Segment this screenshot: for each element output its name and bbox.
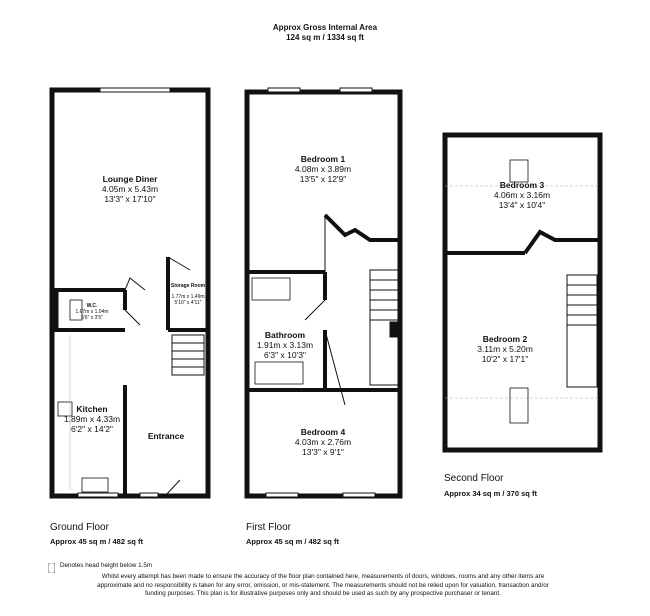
second-floor-area: Approx 34 sq m / 370 sq ft <box>444 489 537 498</box>
ground-floor-plan <box>49 87 211 499</box>
svg-text:13'3" x 9'1": 13'3" x 9'1" <box>302 447 344 457</box>
room-lounge-diner: Lounge Diner 4.05m x 5.43m 13'3" x 17'10… <box>102 174 158 204</box>
svg-text:13'3" x 17'10": 13'3" x 17'10" <box>104 194 155 204</box>
second-floor-plan <box>442 132 603 453</box>
svg-text:4.03m x 2.76m: 4.03m x 2.76m <box>295 437 351 447</box>
svg-text:W.C.: W.C. <box>87 303 98 309</box>
svg-text:Bathroom: Bathroom <box>265 330 306 340</box>
svg-text:5'10" x 4'11": 5'10" x 4'11" <box>174 300 201 306</box>
ground-floor-label: Ground Floor <box>50 522 109 533</box>
svg-text:Lounge Diner: Lounge Diner <box>103 174 158 184</box>
room-storage: Storage Room 1.77m x 1.49m 5'10" x 4'11" <box>171 283 206 306</box>
second-floor-label: Second Floor <box>444 473 504 484</box>
svg-text:4.05m x 5.43m: 4.05m x 5.43m <box>102 184 158 194</box>
first-floor-plan <box>244 87 403 499</box>
svg-text:1.91m x 3.13m: 1.91m x 3.13m <box>257 340 313 350</box>
svg-text:13'5" x 12'9": 13'5" x 12'9" <box>300 174 347 184</box>
room-bedroom-4: Bedroom 4 4.03m x 2.76m 13'3" x 9'1" <box>295 427 351 457</box>
room-entrance: Entrance <box>148 431 185 441</box>
room-kitchen: Kitchen 1.89m x 4.33m 6'2" x 14'2" <box>64 404 120 434</box>
svg-text:1.67m x 1.04m: 1.67m x 1.04m <box>75 309 108 315</box>
room-bedroom-3: Bedroom 3 4.06m x 3.16m 13'4" x 10'4" <box>494 180 550 210</box>
ground-floor-area: Approx 45 sq m / 482 sq ft <box>50 537 143 546</box>
svg-text:13'4" x 10'4": 13'4" x 10'4" <box>499 200 546 210</box>
first-floor-label: First Floor <box>246 522 291 533</box>
room-bedroom-1: Bedroom 1 4.08m x 3.89m 13'5" x 12'9" <box>295 154 351 184</box>
svg-text:6'2" x 14'2": 6'2" x 14'2" <box>71 424 113 434</box>
room-wc: W.C. 1.67m x 1.04m 5'6" x 3'5" <box>75 303 108 321</box>
svg-text:Bedroom 4: Bedroom 4 <box>301 427 346 437</box>
svg-text:4.08m x 3.89m: 4.08m x 3.89m <box>295 164 351 174</box>
disclaimer: Whilst every attempt has been made to en… <box>97 573 549 597</box>
svg-text:Bedroom 2: Bedroom 2 <box>483 334 528 344</box>
svg-text:3.11m x 5.20m: 3.11m x 5.20m <box>477 344 533 354</box>
svg-text:4.06m x 3.16m: 4.06m x 3.16m <box>494 190 550 200</box>
svg-text:1.89m x 4.33m: 1.89m x 4.33m <box>64 414 120 424</box>
svg-text:Kitchen: Kitchen <box>76 404 107 414</box>
svg-text:Bedroom 1: Bedroom 1 <box>301 154 346 164</box>
svg-text:6'3" x 10'3": 6'3" x 10'3" <box>264 350 306 360</box>
svg-text:Storage Room: Storage Room <box>171 283 206 289</box>
header-line2: 124 sq m / 1334 sq ft <box>286 33 364 42</box>
room-bathroom: Bathroom 1.91m x 3.13m 6'3" x 10'3" <box>257 330 313 360</box>
svg-text:10'2" x 17'1": 10'2" x 17'1" <box>482 354 529 364</box>
svg-text:5'6" x 3'5": 5'6" x 3'5" <box>81 315 103 321</box>
header-line1: Approx Gross Internal Area <box>273 23 378 32</box>
head-height-legend: Denotes head height below 1.5m <box>60 562 153 569</box>
svg-text:1.77m x 1.49m: 1.77m x 1.49m <box>171 294 204 300</box>
svg-text:Bedroom 3: Bedroom 3 <box>500 180 545 190</box>
room-bedroom-2: Bedroom 2 3.11m x 5.20m 10'2" x 17'1" <box>477 334 533 364</box>
head-height-legend-swatch <box>48 563 55 573</box>
first-floor-area: Approx 45 sq m / 482 sq ft <box>246 537 339 546</box>
